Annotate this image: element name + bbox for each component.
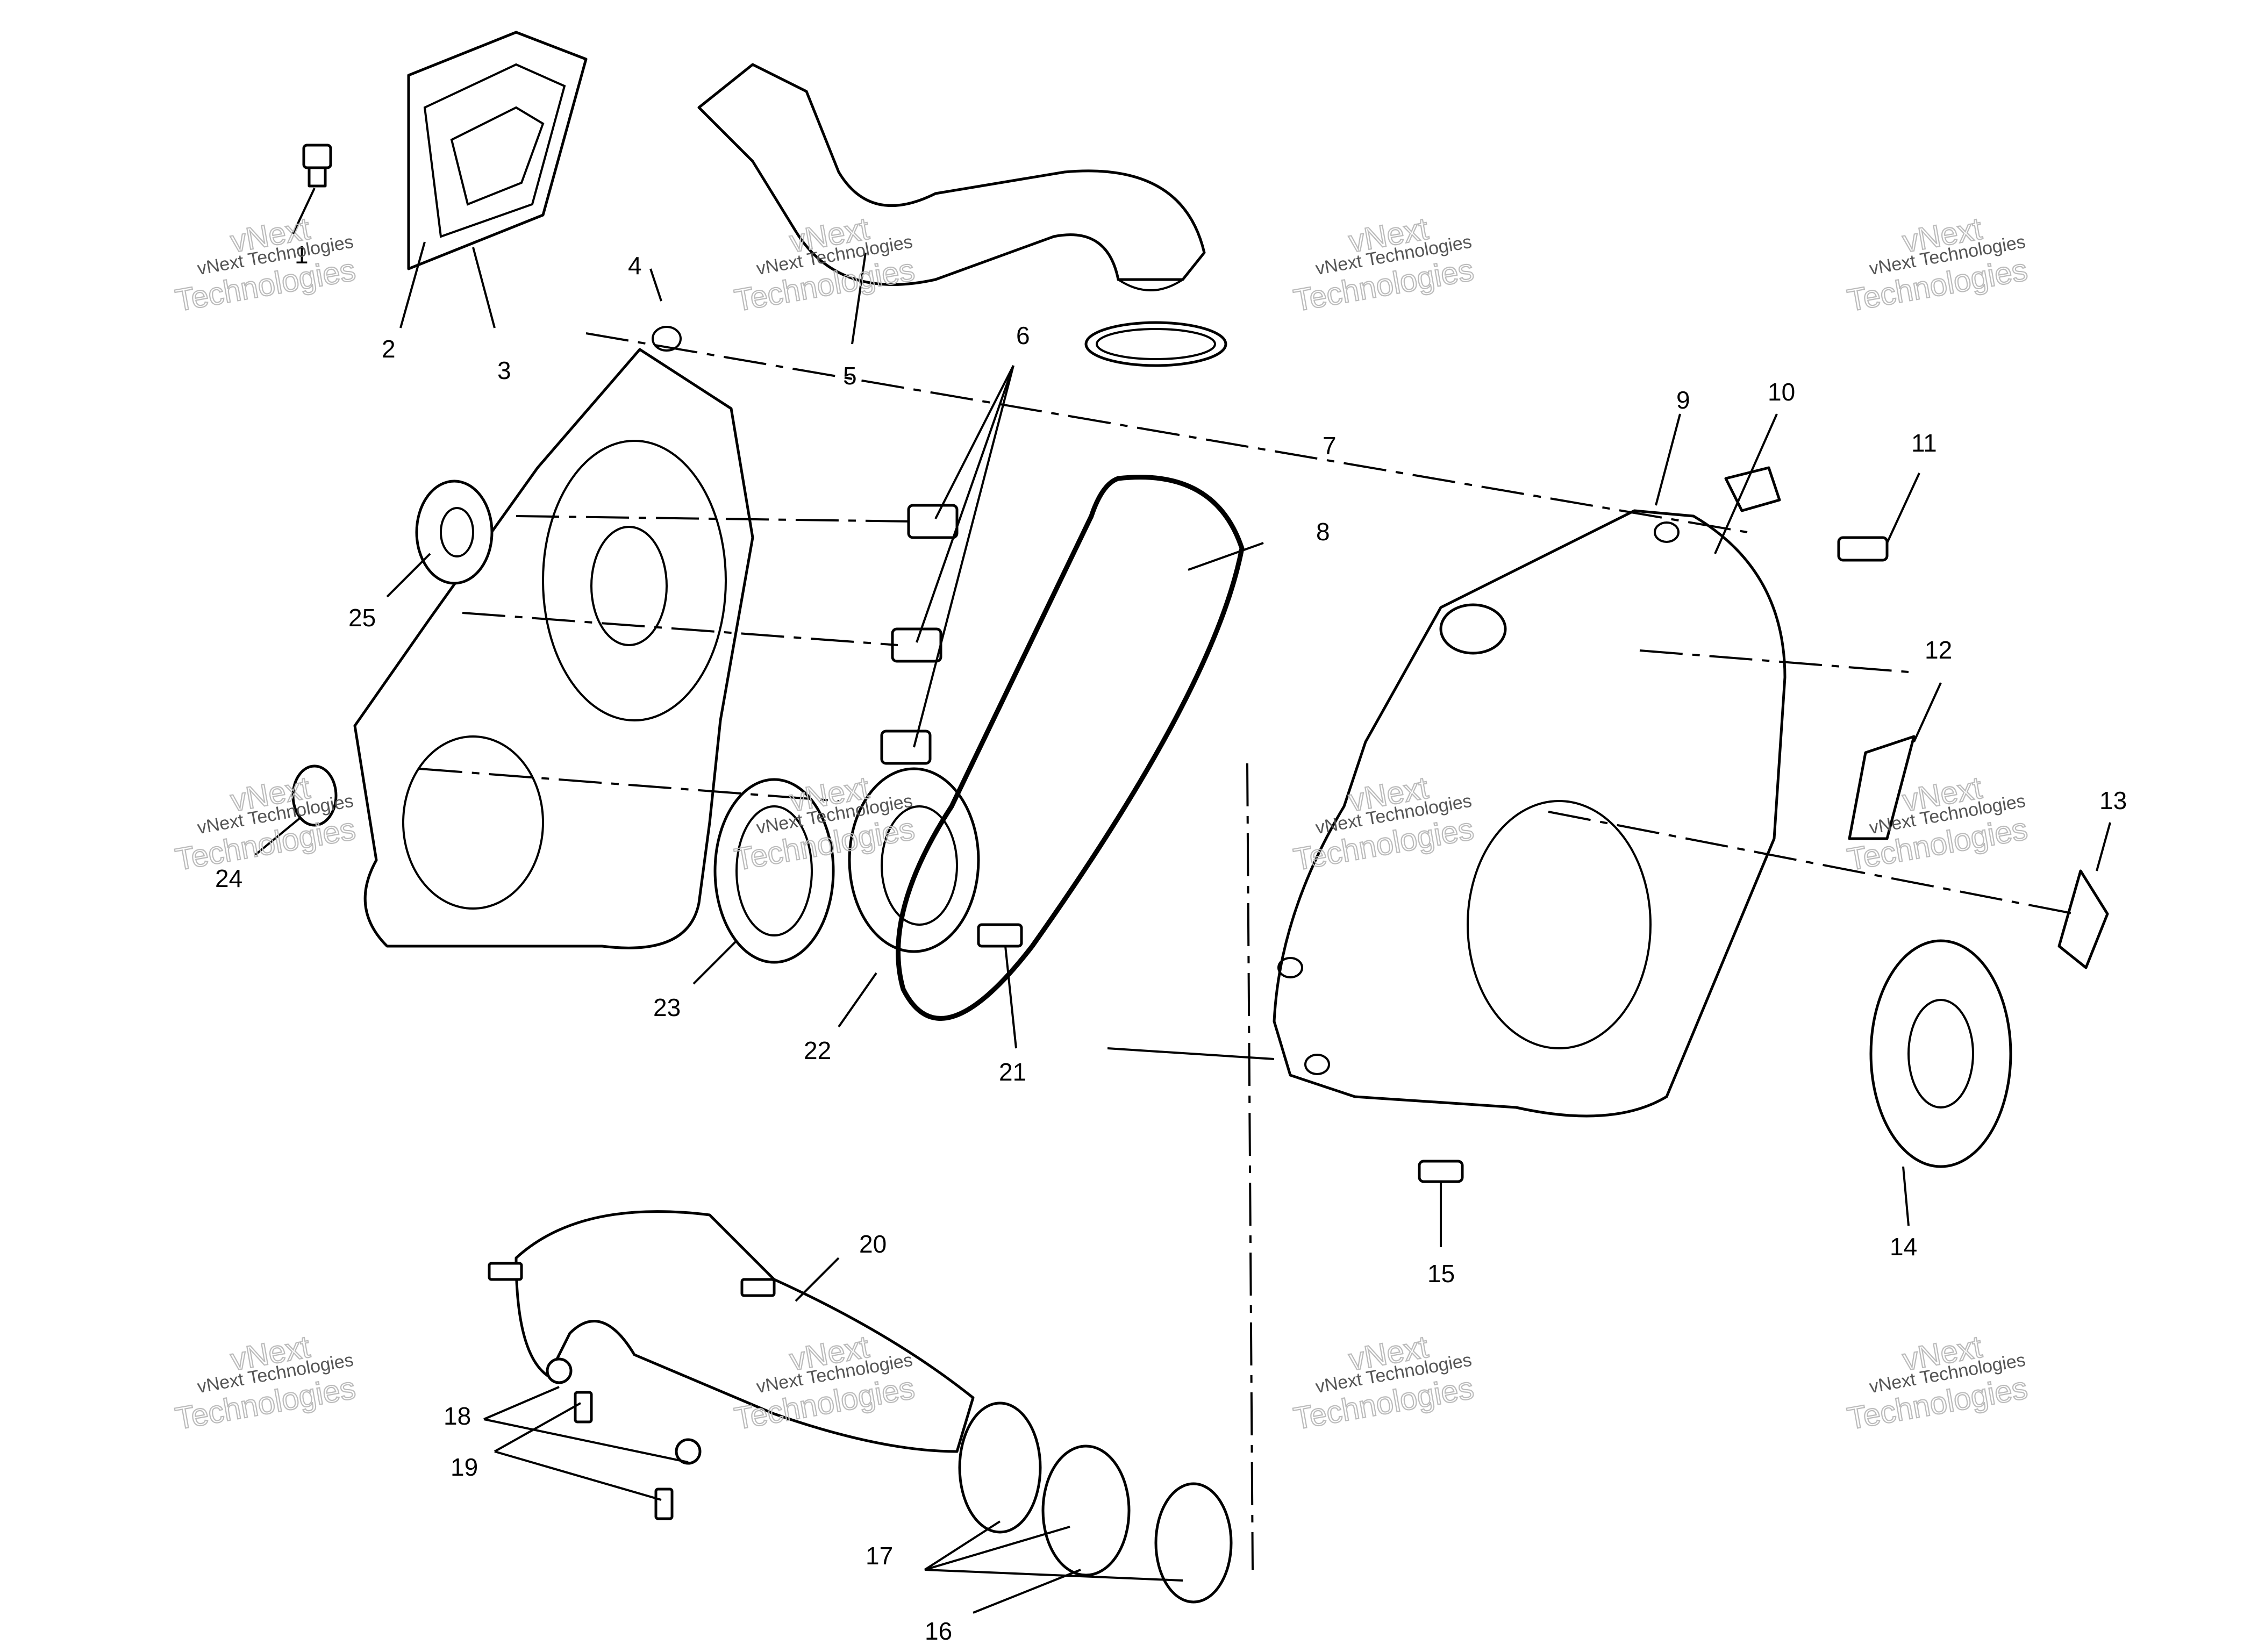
part-13-decal[interactable]	[2057, 869, 2109, 969]
callout-7: 7	[1323, 432, 1337, 460]
part-12-decal[interactable]	[1848, 735, 1916, 840]
callout-18: 18	[444, 1402, 471, 1430]
part-4-inner-cover[interactable]	[353, 326, 754, 949]
callout-22: 22	[804, 1036, 831, 1064]
callout-24: 24	[215, 864, 242, 892]
part-6-bolts[interactable]	[880, 504, 959, 765]
callout-12: 12	[1925, 636, 1952, 664]
callout-11: 11	[1911, 429, 1937, 457]
callout-1: 1	[295, 241, 309, 269]
callout-4: 4	[628, 252, 642, 280]
callout-13: 13	[2099, 786, 2127, 814]
callout-9: 9	[1676, 386, 1690, 414]
callout-10: 10	[1768, 378, 1795, 406]
callout-20: 20	[859, 1230, 887, 1258]
part-15-screw[interactable]	[1418, 1160, 1464, 1183]
callout-labels: 1 2 3 4 5 6 7 8 9 10 11 12 13 14 15 16 1…	[215, 241, 2127, 1645]
callout-17: 17	[866, 1542, 893, 1570]
part-5-intake-duct[interactable]	[697, 63, 1206, 291]
part-24-plug[interactable]	[291, 764, 338, 827]
callout-21: 21	[999, 1058, 1026, 1086]
callout-19: 19	[451, 1453, 478, 1481]
callout-23: 23	[653, 993, 681, 1021]
part-25-washer[interactable]	[415, 480, 494, 585]
callout-3: 3	[497, 356, 511, 384]
callout-15: 15	[1427, 1260, 1455, 1288]
part-16-17-coupler-clamps[interactable]	[958, 1401, 1233, 1604]
part-23-seal[interactable]	[713, 778, 835, 964]
part-20-lower-duct[interactable]	[488, 1210, 975, 1453]
part-18-19-fasteners[interactable]	[546, 1357, 702, 1520]
centre-lines	[419, 332, 2076, 1570]
callout-16: 16	[925, 1617, 952, 1645]
leader-lines	[254, 188, 2111, 1614]
callout-5: 5	[843, 362, 857, 390]
part-8-drive-belt[interactable]	[896, 475, 1245, 1021]
callout-8: 8	[1316, 518, 1330, 546]
part-10-label[interactable]	[1724, 466, 1781, 512]
part-9-outer-cover[interactable]	[1273, 509, 1787, 1118]
part-2-3-intake-boot[interactable]	[407, 31, 588, 270]
callout-2: 2	[382, 335, 396, 363]
callout-14: 14	[1890, 1233, 1917, 1261]
callout-6: 6	[1016, 321, 1030, 349]
part-1-bolt[interactable]	[302, 144, 332, 188]
part-clamp-upper[interactable]	[1084, 321, 1227, 367]
part-11-screw[interactable]	[1837, 536, 1889, 562]
part-21-bolt[interactable]	[977, 923, 1023, 948]
watermarks: vNext vNext Technologies Technologies vN…	[172, 211, 2031, 1437]
callout-25: 25	[348, 604, 376, 632]
part-14-washer[interactable]	[1869, 939, 2012, 1168]
